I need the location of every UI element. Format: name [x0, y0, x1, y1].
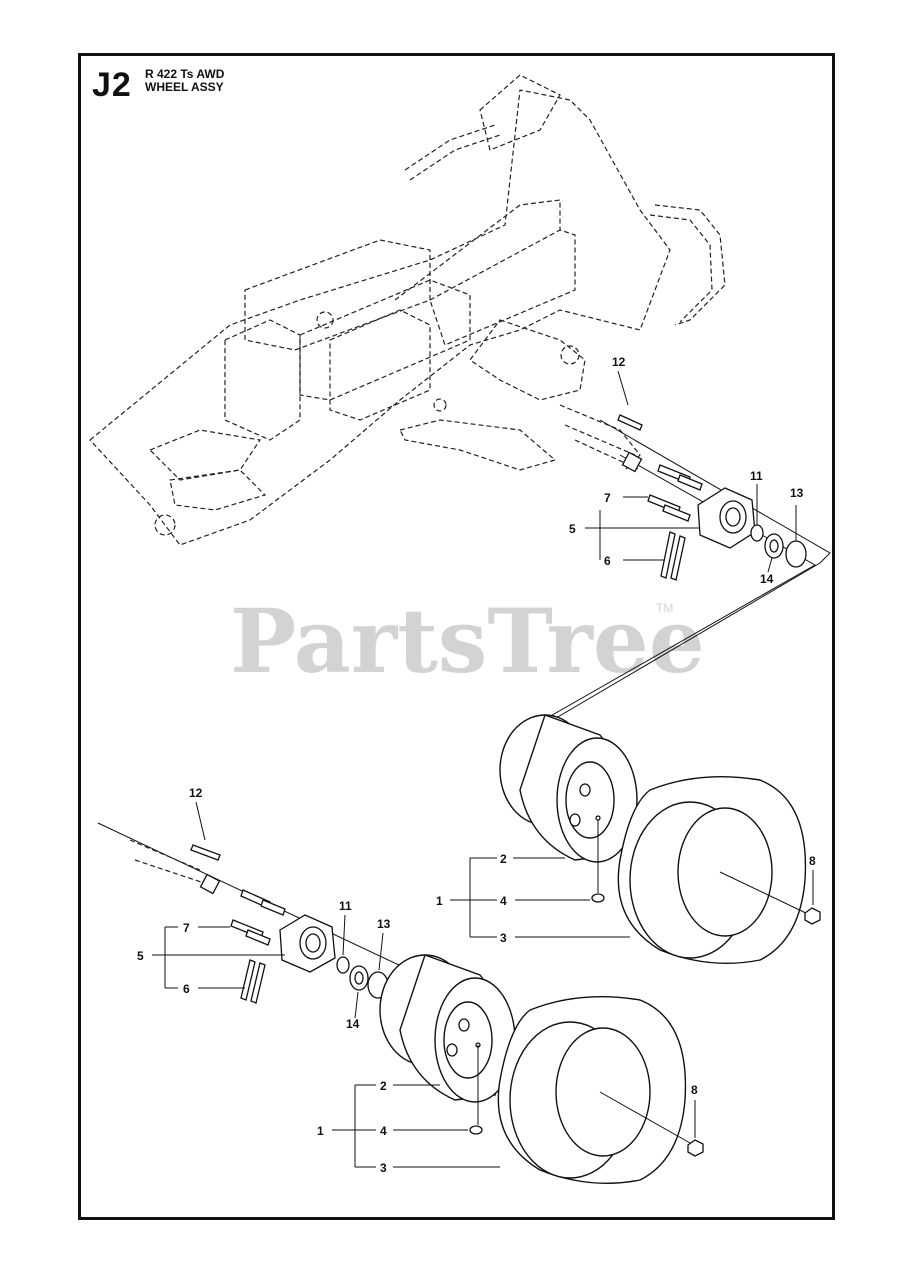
bolts-6-lower: [240, 959, 266, 1004]
rim-lower: [379, 954, 516, 1103]
callout-13: 13: [377, 917, 391, 931]
diagram-border: [78, 53, 835, 1220]
key-12-upper: [617, 414, 643, 431]
nut-8-upper: [719, 871, 821, 925]
callout-7: 7: [604, 491, 611, 505]
callout-5: 5: [569, 522, 576, 536]
hub-upper: [697, 487, 756, 549]
callout-leaders-upper: [450, 370, 814, 938]
callout-8: 8: [691, 1083, 698, 1097]
callout-2: 2: [380, 1079, 387, 1093]
callout-2: 2: [500, 852, 507, 866]
callouts-lower: 12 7 5 6 11 13 14 2 1 4 3 8: [137, 786, 698, 1175]
callout-13: 13: [790, 486, 804, 500]
callouts-upper: 12 7 5 6 11 13 14 2 1 4 3 8: [436, 355, 816, 945]
callout-7: 7: [183, 921, 190, 935]
callout-14: 14: [346, 1017, 360, 1031]
bolts-7-upper: [647, 464, 703, 522]
callout-6: 6: [183, 982, 190, 996]
key-12-lower: [190, 844, 221, 861]
bolts-7-lower: [230, 889, 286, 946]
callout-3: 3: [380, 1161, 387, 1175]
callout-3: 3: [500, 931, 507, 945]
callout-6: 6: [604, 554, 611, 568]
hub-lower: [279, 914, 336, 973]
callout-8: 8: [809, 854, 816, 868]
valve-4-lower: [469, 1045, 483, 1135]
watermark-trademark: TM: [656, 601, 673, 615]
callout-5: 5: [137, 949, 144, 963]
axle-leader-upper: [509, 419, 831, 746]
model-name: R 422 Ts AWD: [145, 67, 225, 81]
callout-4: 4: [500, 894, 507, 908]
callout-11: 11: [339, 899, 352, 913]
rim-upper: [499, 714, 638, 863]
callout-11: 11: [750, 469, 763, 483]
callout-12: 12: [189, 786, 203, 800]
washers-upper: [750, 524, 807, 568]
callout-leaders-lower: [152, 801, 696, 1168]
watermark-text: PartsTree: [230, 589, 705, 693]
washers-lower: [336, 956, 389, 999]
assembly-title: WHEEL ASSY: [145, 80, 224, 94]
callout-1: 1: [317, 1124, 324, 1138]
valve-4-upper: [591, 820, 605, 903]
callout-12: 12: [612, 355, 626, 369]
diagram-code: J2: [92, 66, 132, 104]
callout-14: 14: [760, 572, 774, 586]
bolts-6-upper: [660, 531, 686, 581]
chassis-frame: [89, 74, 726, 546]
nut-8-lower: [599, 1091, 704, 1157]
callout-4: 4: [380, 1124, 387, 1138]
tire-upper: [617, 775, 807, 965]
tire-lower: [497, 995, 687, 1185]
callout-1: 1: [436, 894, 443, 908]
